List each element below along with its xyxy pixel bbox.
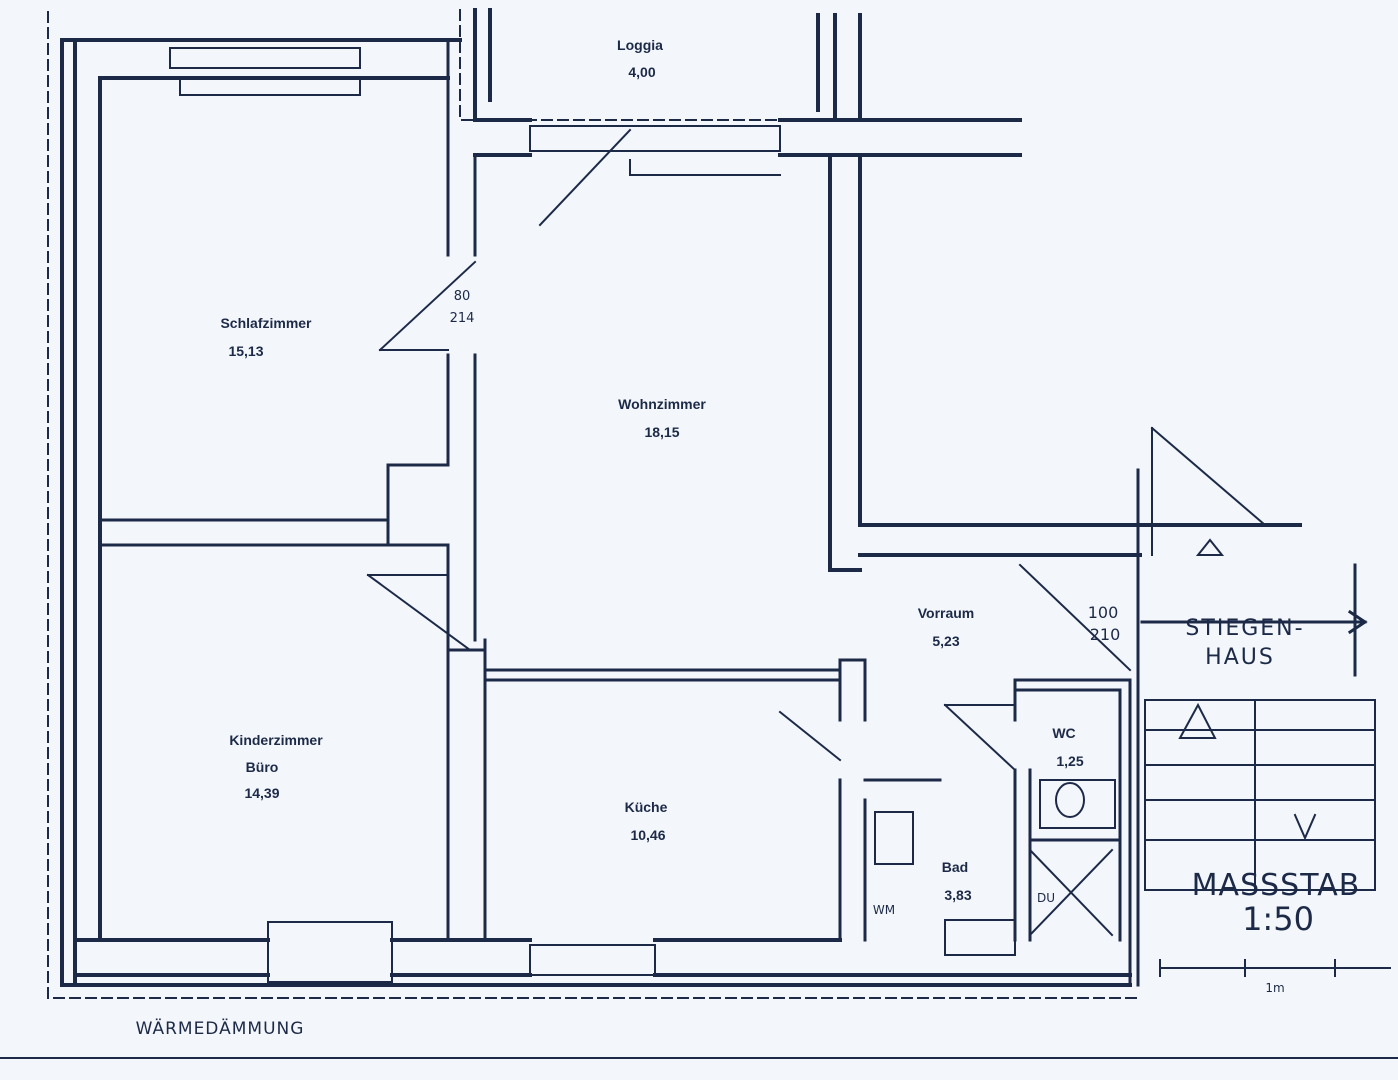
du-label: DU <box>1037 891 1055 905</box>
wc-area: 1,25 <box>1056 753 1083 769</box>
door-height-bottom: 210 <box>1090 625 1121 644</box>
stiegenhaus-line1: STIEGEN- <box>1185 616 1304 641</box>
stiegenhaus-line2: HAUS <box>1205 645 1275 670</box>
vorraum-area: 5,23 <box>932 633 959 649</box>
loggia-area: 4,00 <box>628 64 655 80</box>
schlafzimmer-area: 15,13 <box>228 343 263 359</box>
loggia-name: Loggia <box>617 37 663 53</box>
exterior-walls <box>60 8 1302 987</box>
insulation-line <box>47 9 1141 999</box>
scale-value: 1:50 <box>1242 900 1314 938</box>
door-a-top: 80 <box>454 289 471 304</box>
windows <box>169 47 1016 983</box>
door-swings <box>366 128 1267 772</box>
schlafzimmer-name: Schlafzimmer <box>220 315 312 331</box>
vorraum-name: Vorraum <box>918 605 975 621</box>
wohnzimmer-name: Wohnzimmer <box>618 396 706 412</box>
waermedaemmung-label: WÄRMEDÄMMUNG <box>136 1018 305 1039</box>
scale-unit: 1m <box>1265 981 1284 995</box>
kueche-name: Küche <box>625 799 668 815</box>
scale-bar <box>1159 959 1391 977</box>
kinderzimmer-name2: Büro <box>246 759 279 775</box>
bad-area: 3,83 <box>944 887 971 903</box>
door-a-bottom: 214 <box>450 311 475 326</box>
wohnzimmer-area: 18,15 <box>644 424 679 440</box>
room-labels: Loggia 4,00 Schlafzimmer 15,13 Wohnzimme… <box>220 37 1083 903</box>
kinderzimmer-name: Kinderzimmer <box>229 732 323 748</box>
bad-name: Bad <box>942 859 968 875</box>
wm-label: WM <box>873 903 895 917</box>
interior-walls <box>98 38 1140 987</box>
annotations: 100 210 80 214 STIEGEN- HAUS MASSSTAB 1:… <box>136 289 1361 1039</box>
entry-arrow <box>1140 563 1368 677</box>
door-height-top: 100 <box>1088 603 1119 622</box>
wc-name: WC <box>1052 725 1075 741</box>
massstab-label: MASSSTAB <box>1192 868 1361 903</box>
kueche-area: 10,46 <box>630 827 665 843</box>
kinderzimmer-area: 14,39 <box>244 785 279 801</box>
bath-fixtures <box>874 779 1116 937</box>
staircase <box>1144 538 1376 891</box>
